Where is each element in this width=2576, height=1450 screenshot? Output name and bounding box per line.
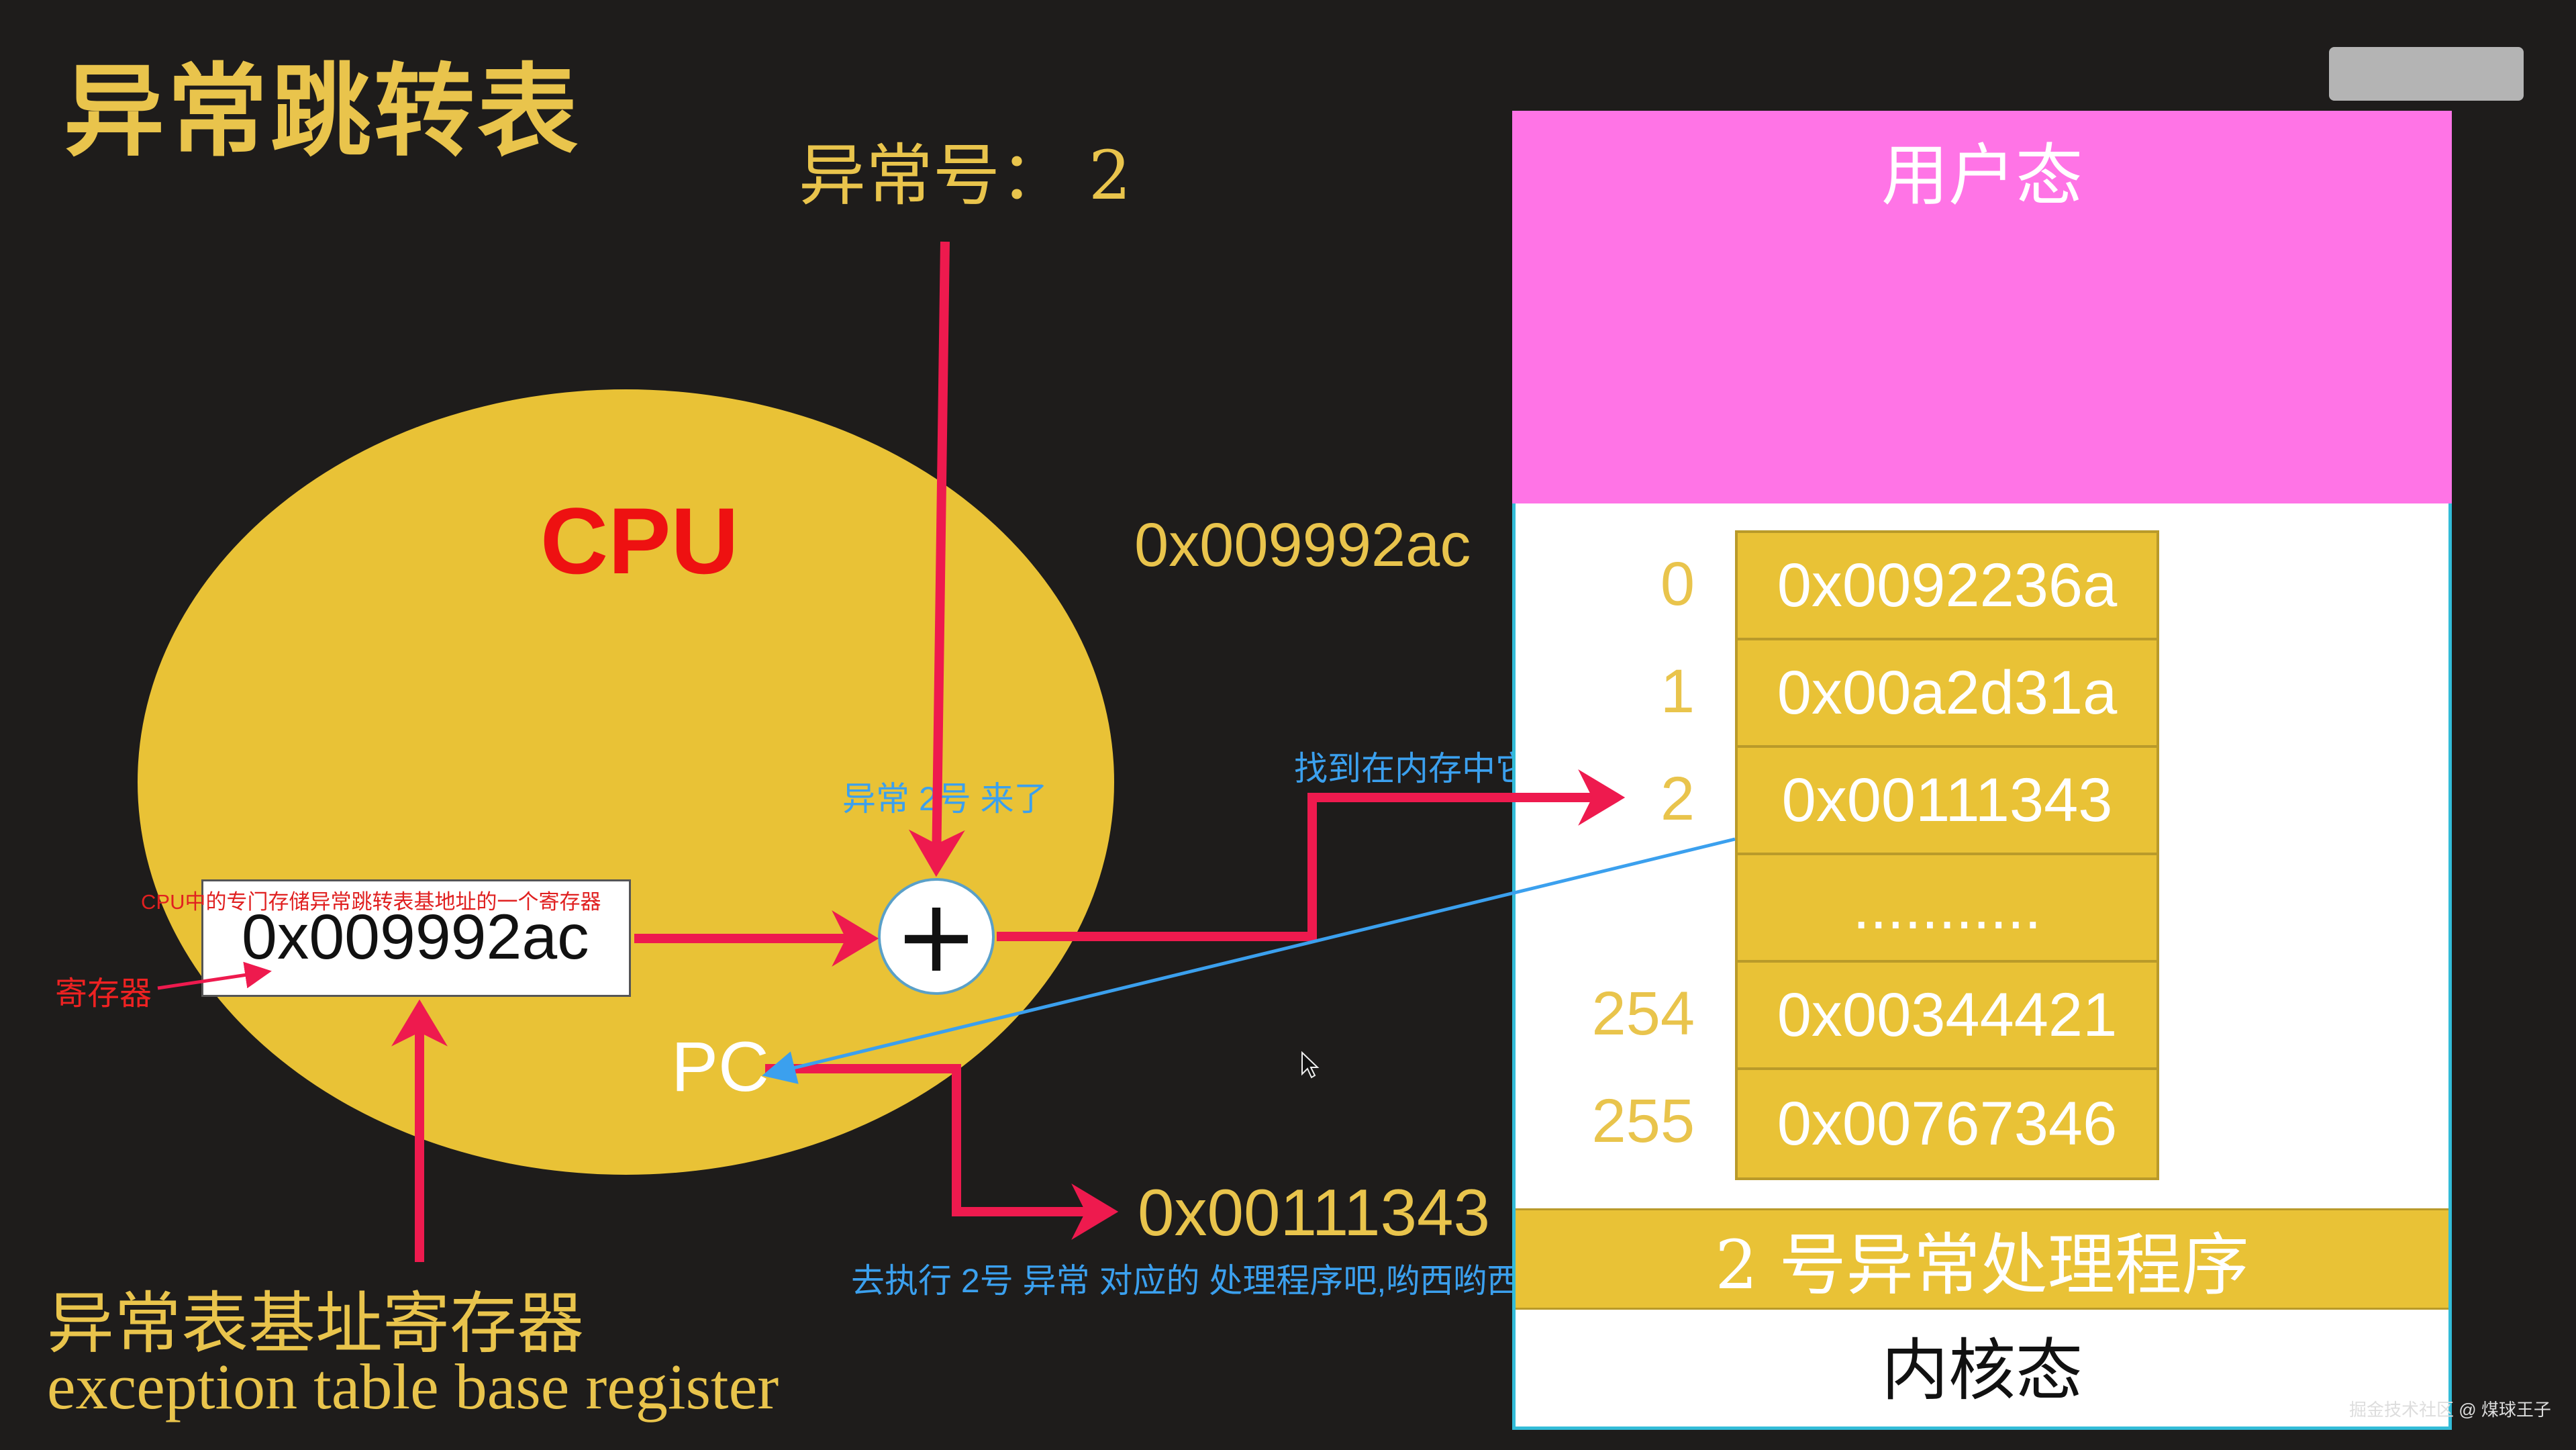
- result-address-label: 0x00111343: [1138, 1175, 1490, 1249]
- register-box: [201, 879, 631, 997]
- exception-arrived-note: 异常 2号 来了: [842, 780, 1048, 818]
- table-index: 254: [1591, 979, 1695, 1048]
- arrow-table-to-pc: [762, 837, 1736, 1084]
- slide-title: 异常跳转表: [64, 52, 581, 171]
- handler-block: 2 号异常处理程序: [1516, 1208, 2448, 1310]
- table-index: 255: [1591, 1087, 1695, 1155]
- table-cell: 0x00767346: [1738, 1070, 2157, 1177]
- blurred-watermark: [2329, 47, 2524, 101]
- exception-number-label: 异常号： 2: [799, 136, 1132, 215]
- table-cell: 0x0092236a: [1738, 533, 2157, 640]
- table-cell: 0x00a2d31a: [1738, 640, 2157, 748]
- table-index: 1: [1660, 657, 1695, 726]
- base-register-caption-cn: 异常表基址寄存器: [47, 1284, 584, 1363]
- user-mode-area: [1512, 111, 2452, 503]
- arrow-exception-to-adder: [908, 241, 965, 877]
- cpu-label: CPU: [540, 488, 739, 593]
- kernel-mode-label: 内核态: [1881, 1331, 2083, 1410]
- exception-jump-table: 0x0092236a 0x00a2d31a 0x00111343 .......…: [1735, 530, 2159, 1180]
- execute-handler-note: 去执行 2号 异常 对应的 处理程序吧,哟西哟西: [851, 1262, 1521, 1300]
- base-address-label: 0x009992ac: [1134, 511, 1471, 579]
- arrow-register-label: [157, 961, 272, 990]
- table-cell-ellipsis: ...........: [1738, 855, 2157, 963]
- table-cell: 0x00344421: [1738, 963, 2157, 1070]
- adder-plus-icon: +: [878, 878, 995, 995]
- table-index: 0: [1660, 550, 1695, 618]
- cpu-ellipse: [138, 389, 1114, 1175]
- user-mode-label: 用户态: [1881, 136, 2083, 215]
- register-label: 寄存器: [55, 976, 152, 1012]
- table-index: 2: [1660, 765, 1695, 833]
- table-index-column: 0 1 2 254 255: [1520, 530, 1695, 1175]
- pc-label: PC: [671, 1028, 769, 1106]
- table-cell: 0x00111343: [1738, 748, 2157, 855]
- base-register-caption-en: exception table base register: [47, 1351, 779, 1422]
- arrow-adder-to-table: [997, 769, 1626, 941]
- register-value: 0x009992ac: [242, 902, 589, 973]
- register-note: CPU中的专门存储异常跳转表基地址的一个寄存器: [141, 890, 601, 914]
- mouse-cursor-icon: [1301, 1051, 1320, 1079]
- credit-text: 掘金技术社区 @ 煤球王子: [2349, 1400, 2551, 1420]
- arrow-pc-to-address: [765, 1064, 1119, 1240]
